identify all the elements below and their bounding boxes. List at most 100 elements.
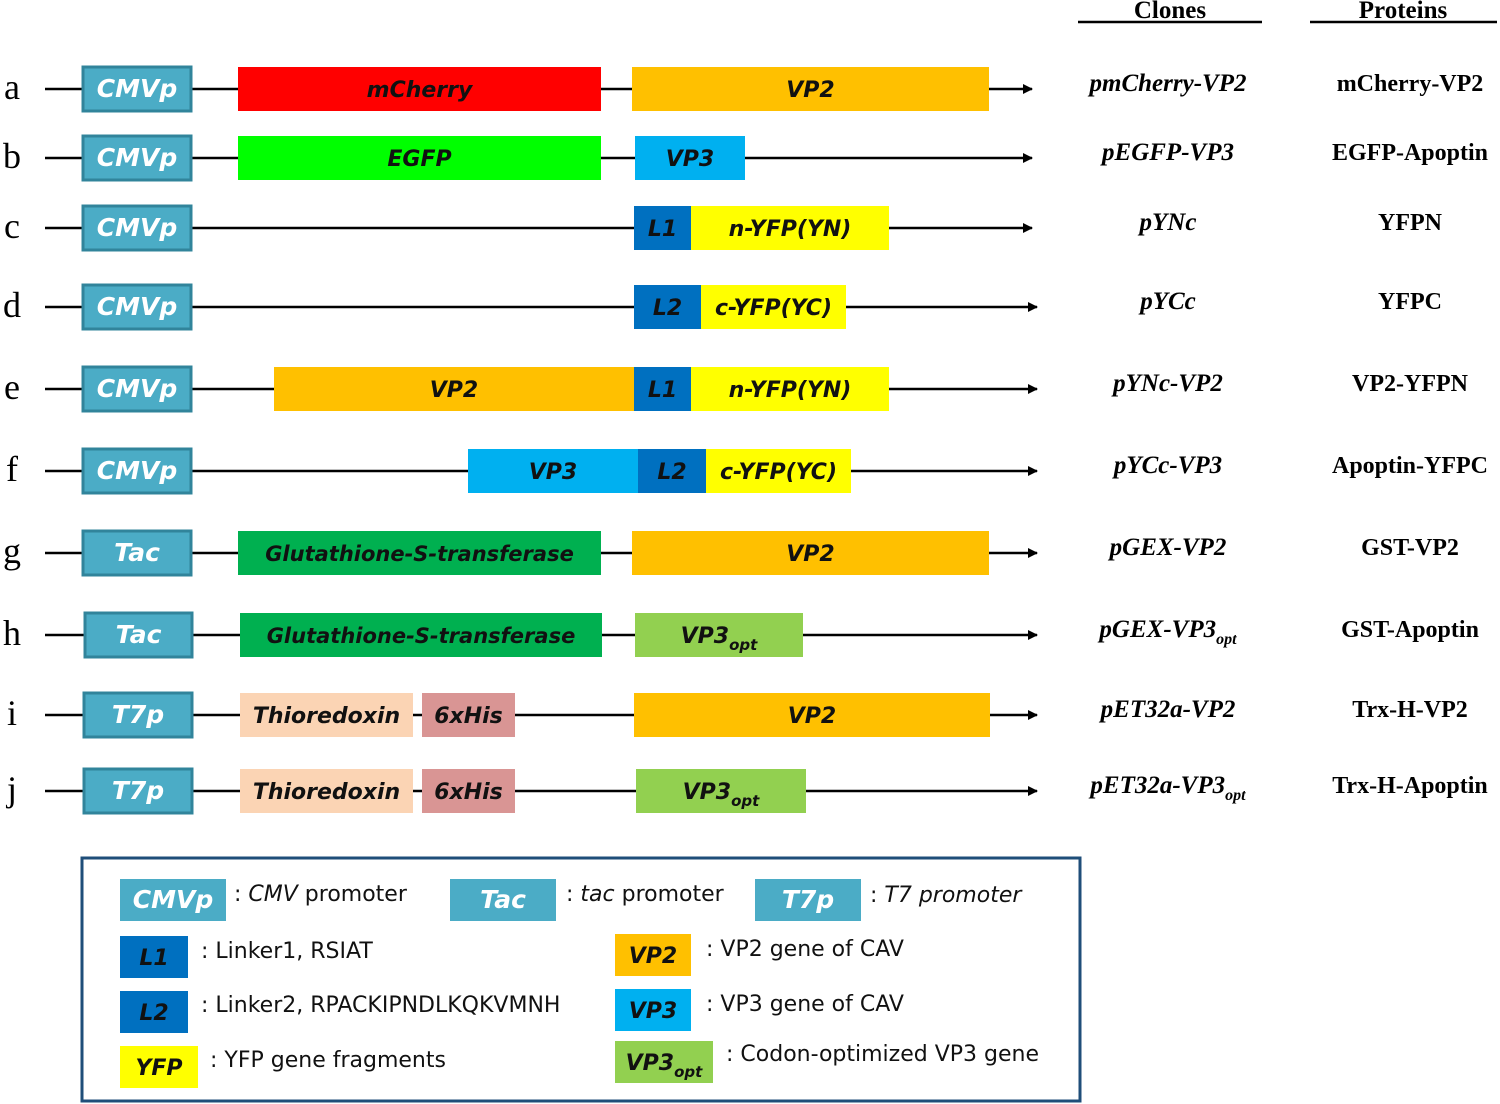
legend-swatch xyxy=(615,1041,713,1083)
block-mcherry xyxy=(238,67,601,111)
row-letter: a xyxy=(4,67,20,107)
clone-name: pYCc-VP3 xyxy=(1112,452,1222,479)
block-label: CMVp xyxy=(97,374,177,403)
block-n-yfp-yn xyxy=(691,206,889,250)
block-tac xyxy=(83,611,194,659)
row-letter: d xyxy=(3,285,21,325)
block-label: Glutathione-S-transferase xyxy=(265,542,574,566)
legend-item-yfp: YFP: YFP gene fragments xyxy=(120,1046,446,1088)
block-cmvp xyxy=(81,204,193,252)
protein-name: Trx-H-Apoptin xyxy=(1332,773,1488,799)
clone-name: pET32a-VP3opt xyxy=(1088,772,1246,804)
block-cmvp xyxy=(81,134,193,182)
legend-item-t7p: T7p: T7 promoter xyxy=(755,879,1023,921)
block-label: VP3 xyxy=(529,460,577,485)
legend-description: : VP3 gene of CAV xyxy=(706,992,904,1017)
legend-description: : CMV promoter xyxy=(234,882,408,907)
legend-key: L2 xyxy=(139,1001,168,1026)
clone-name: pGEX-VP2 xyxy=(1108,534,1227,561)
block-label: Tac xyxy=(114,538,160,567)
block-6xhis xyxy=(422,693,515,737)
block-cmvp xyxy=(81,65,193,113)
protein-name: YFPC xyxy=(1378,289,1442,315)
block-label: CMVp xyxy=(97,74,177,103)
block-t7p xyxy=(82,691,194,739)
row-letter: h xyxy=(3,613,21,653)
row-letter: b xyxy=(3,136,21,176)
block-tac xyxy=(81,529,193,577)
block-n-yfp-yn xyxy=(691,367,889,411)
protein-name: GST-VP2 xyxy=(1361,535,1459,561)
clone-name: pmCherry-VP2 xyxy=(1088,70,1247,97)
legend-item-l1: L1: Linker1, RSIAT xyxy=(120,936,373,978)
block-label: mCherry xyxy=(367,78,474,103)
block-vp3-opt xyxy=(635,613,803,657)
clone-name: pEGFP-VP3 xyxy=(1100,139,1234,166)
legend-swatch xyxy=(120,936,188,978)
block-label: VP3opt xyxy=(683,780,761,810)
legend-item-vp3: VP3 : VP3 gene of CAV xyxy=(615,989,904,1031)
block-label: c-YFP(YC) xyxy=(720,460,837,485)
block-vp2 xyxy=(274,367,634,411)
legend-swatch xyxy=(615,989,691,1031)
block-vp2 xyxy=(634,693,990,737)
block-label: CMVp xyxy=(97,143,177,172)
clone-name: pYNc-VP2 xyxy=(1111,370,1223,397)
block-label: VP3opt xyxy=(681,624,759,654)
block-glutathione-s-transferase xyxy=(240,613,602,657)
legend: CMVp : CMV promoter Tac : tac promoter T7p: … xyxy=(120,879,1039,1088)
legend-description: : T7 promoter xyxy=(870,883,1023,908)
legend-swatch xyxy=(615,934,691,976)
clone-name: pET32a-VP2 xyxy=(1099,696,1236,723)
row-letter: i xyxy=(7,693,17,733)
clones-header: Clones xyxy=(1134,0,1207,24)
block-vp3 xyxy=(468,449,638,493)
proteins-header: Proteins xyxy=(1359,0,1448,24)
legend-description: : Linker2, RPACKIPNDLKQKVMNH xyxy=(201,993,560,1018)
legend-description: : tac promoter xyxy=(566,882,725,907)
legend-key: Tac xyxy=(480,885,526,914)
protein-name: mCherry-VP2 xyxy=(1337,71,1484,97)
legend-key: CMVp xyxy=(133,885,213,914)
block-cmvp xyxy=(81,365,193,413)
block-l1 xyxy=(634,206,691,250)
block-label: L2 xyxy=(657,460,686,485)
block-egfp xyxy=(238,136,601,180)
legend-key: VP3 xyxy=(629,999,677,1024)
block-vp2 xyxy=(632,67,989,111)
legend-item-cmvp: CMVp : CMV promoter xyxy=(120,879,408,921)
block-l2 xyxy=(634,285,701,329)
block-l1 xyxy=(634,367,691,411)
legend-key: VP3opt xyxy=(626,1051,704,1081)
block-label: CMVp xyxy=(97,213,177,242)
block-glutathione-s-transferase xyxy=(238,531,601,575)
legend-swatch xyxy=(120,1046,198,1088)
block-label: T7p xyxy=(112,700,164,729)
legend-swatch xyxy=(450,879,556,921)
block-label: VP2 xyxy=(786,542,834,567)
block-label: T7p xyxy=(112,776,164,805)
protein-name: EGFP-Apoptin xyxy=(1332,140,1488,166)
block-label: VP2 xyxy=(430,378,478,403)
legend-key: YFP xyxy=(135,1056,182,1081)
block-label: n-YFP(YN) xyxy=(729,378,852,403)
legend-item-vp3-opt: VP3opt: Codon-optimized VP3 gene xyxy=(615,1041,1039,1083)
block-cmvp xyxy=(81,283,193,331)
block-label: Thioredoxin xyxy=(253,780,400,805)
block-label: EGFP xyxy=(387,147,451,172)
block-vp2 xyxy=(632,531,989,575)
block-thioredoxin xyxy=(240,769,413,813)
legend-item-vp2: VP2: VP2 gene of CAV xyxy=(615,934,904,976)
protein-name: YFPN xyxy=(1378,210,1443,236)
protein-name: Trx-H-VP2 xyxy=(1352,697,1468,723)
protein-name: VP2-YFPN xyxy=(1352,371,1469,397)
clone-name: pGEX-VP3opt xyxy=(1097,616,1237,648)
block-6xhis xyxy=(422,769,515,813)
block-cmvp xyxy=(81,447,193,495)
